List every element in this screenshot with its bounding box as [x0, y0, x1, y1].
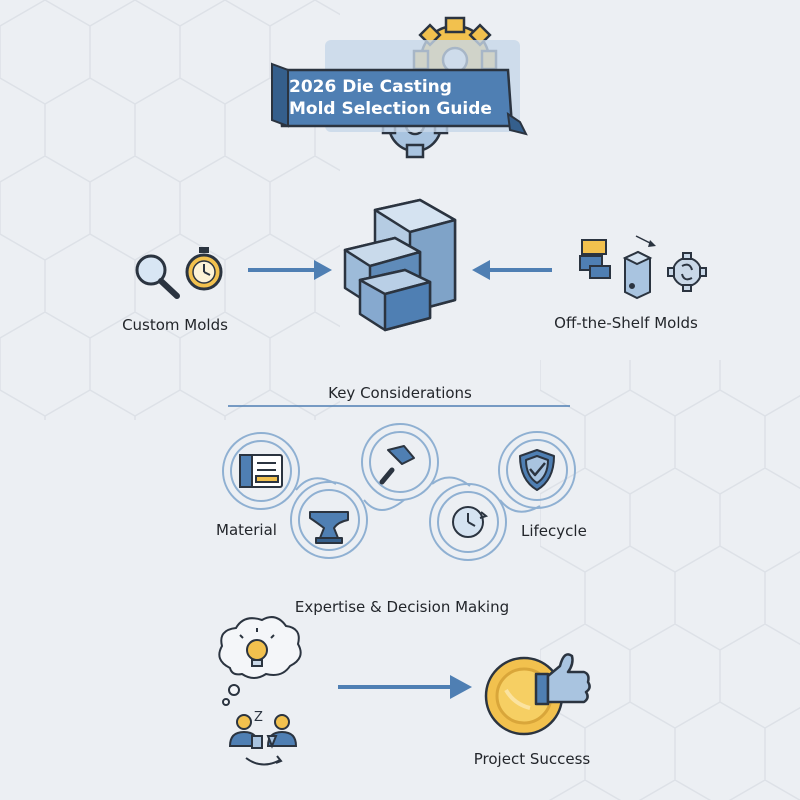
hammer-icon	[379, 445, 415, 485]
project-success-label: Project Success	[473, 750, 591, 768]
material-sheet-icon	[239, 454, 283, 488]
stacked-blocks-icon	[579, 239, 611, 279]
thumbs-up-icon	[534, 653, 591, 706]
gear-icon	[667, 252, 707, 292]
title-line-1: 2026 Die Casting	[289, 77, 452, 97]
key-considerations-heading: Key Considerations	[328, 384, 472, 402]
anvil-icon	[309, 511, 349, 544]
magnifier-icon	[135, 254, 180, 299]
hex-pattern-right	[540, 360, 800, 800]
title-line-2: Mold Selection Guide	[289, 99, 492, 119]
stopwatch-icon	[185, 247, 223, 291]
arrow-right-icon	[248, 260, 332, 280]
page-title: 2026 Die Casting Mold Selection Guide	[289, 76, 492, 120]
cylinder-part-icon	[622, 250, 653, 300]
shield-check-icon	[519, 449, 555, 491]
consideration-chain	[222, 423, 576, 561]
arrow-left-icon	[472, 260, 552, 280]
team-discussion-icon: Z	[228, 710, 298, 766]
arrow-right-icon	[338, 675, 472, 699]
lightbulb-icon	[239, 628, 275, 667]
expertise-heading: Expertise & Decision Making	[294, 598, 510, 616]
lifecycle-label: Lifecycle	[521, 522, 587, 540]
small-arrow-icon	[635, 235, 656, 247]
material-label: Material	[216, 521, 277, 539]
svg-text:Z: Z	[254, 710, 263, 725]
custom-molds-label: Custom Molds	[122, 316, 228, 334]
off-the-shelf-molds-label: Off-the-Shelf Molds	[554, 314, 698, 332]
hex-pattern-left	[0, 0, 340, 420]
mold-block-icon	[343, 198, 457, 332]
clock-cycle-icon	[452, 506, 489, 538]
title-banner	[271, 16, 528, 159]
